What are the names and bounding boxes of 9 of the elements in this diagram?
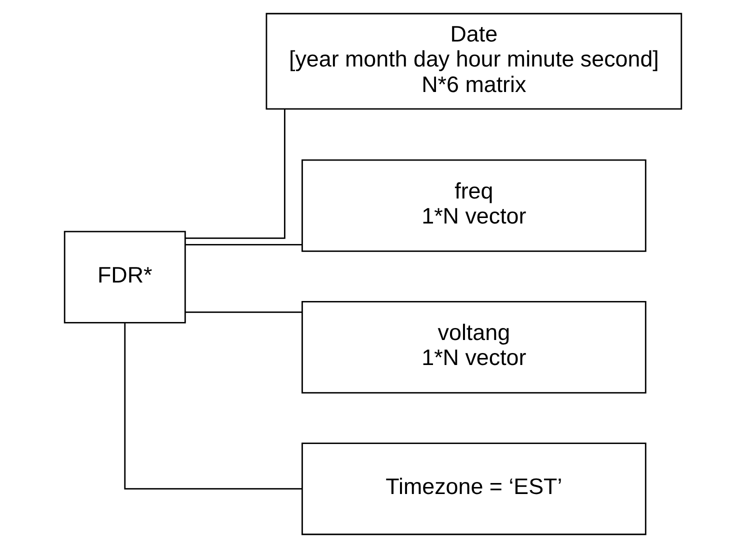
connector [185, 109, 286, 239]
connector [124, 323, 302, 490]
node-box: FDR* [64, 230, 186, 324]
node-box: Timezone = ‘EST’ [302, 442, 646, 536]
node-box: Date [year month day hour minute second] N*6 matrix [266, 12, 682, 110]
connector [185, 244, 302, 246]
connector [185, 312, 302, 313]
node-box: freq 1*N vector [302, 159, 646, 252]
node-box: voltang 1*N vector [302, 300, 646, 394]
